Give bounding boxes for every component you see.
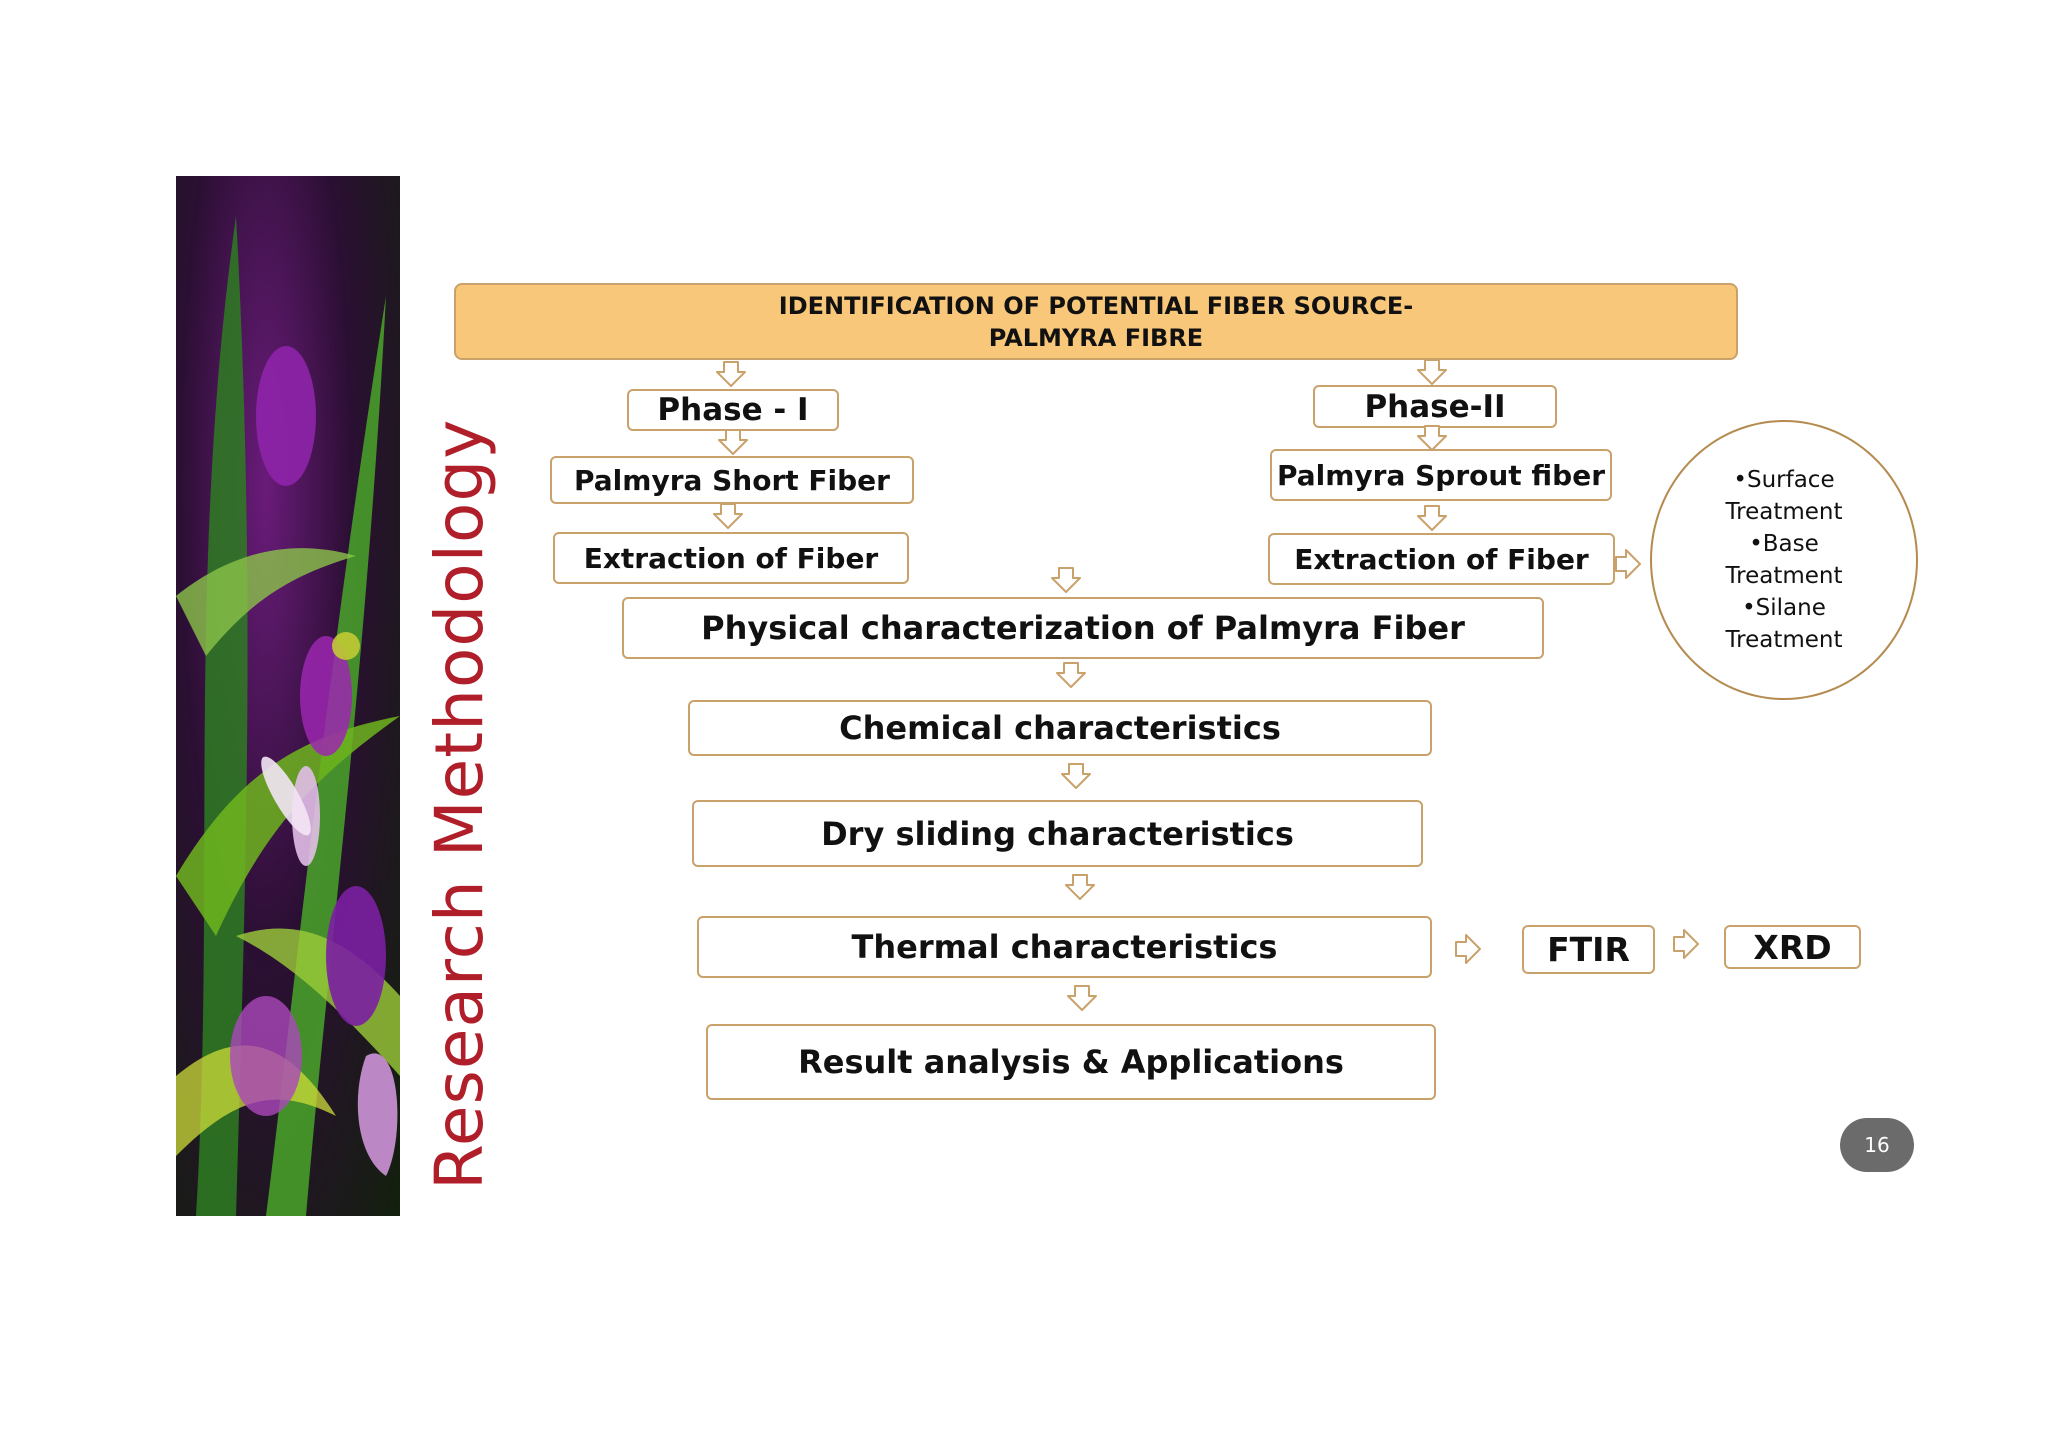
down-arrow-icon [1061, 763, 1091, 789]
down-arrow-icon [1417, 505, 1447, 531]
right-arrow-icon [1673, 929, 1699, 959]
treatment-line: Treatment [1725, 563, 1843, 589]
down-arrow-icon [1051, 567, 1081, 593]
down-arrow-icon [1417, 359, 1447, 385]
down-arrow-icon [1067, 985, 1097, 1011]
phase-2-box: Phase-II [1313, 385, 1557, 428]
down-arrow-icon [1417, 425, 1447, 451]
phase-1-box: Phase - I [627, 389, 839, 431]
down-arrow-icon [718, 429, 748, 455]
page-number-badge: 16 [1840, 1118, 1914, 1172]
slide-title: Research Methodology [421, 418, 498, 1190]
xrd-box: XRD [1724, 925, 1861, 969]
physical-characterization-box: Physical characterization of Palmyra Fib… [622, 597, 1544, 659]
treatment-line: •Silane [1742, 595, 1826, 621]
thermal-characteristics-box: Thermal characteristics [697, 916, 1432, 978]
fiber-source-header-box: IDENTIFICATION OF POTENTIAL FIBER SOURCE… [454, 283, 1738, 360]
ftir-box: FTIR [1522, 925, 1655, 974]
phase-2-fiber-box: Palmyra Sprout fiber [1270, 449, 1612, 501]
treatment-circle: •Surface Treatment •Base Treatment •Sila… [1650, 420, 1918, 700]
treatment-line: •Base [1749, 531, 1819, 557]
down-arrow-icon [1056, 662, 1086, 688]
phase-2-extraction-box: Extraction of Fiber [1268, 533, 1615, 585]
header-line-1: IDENTIFICATION OF POTENTIAL FIBER SOURCE… [778, 291, 1414, 320]
treatment-line: Treatment [1725, 627, 1843, 653]
floral-decoration-image [176, 176, 400, 1216]
treatment-line: •Surface [1733, 467, 1835, 493]
down-arrow-icon [713, 503, 743, 529]
header-line-2: PALMYRA FIBRE [988, 323, 1204, 352]
treatment-line: Treatment [1725, 499, 1843, 525]
phase-1-fiber-box: Palmyra Short Fiber [550, 456, 914, 504]
down-arrow-icon [716, 361, 746, 387]
right-arrow-icon [1455, 934, 1481, 964]
result-analysis-box: Result analysis & Applications [706, 1024, 1436, 1100]
down-arrow-icon [1065, 874, 1095, 900]
chemical-characteristics-box: Chemical characteristics [688, 700, 1432, 756]
right-arrow-icon [1615, 549, 1641, 579]
dry-sliding-characteristics-box: Dry sliding characteristics [692, 800, 1423, 867]
phase-1-extraction-box: Extraction of Fiber [553, 532, 909, 584]
